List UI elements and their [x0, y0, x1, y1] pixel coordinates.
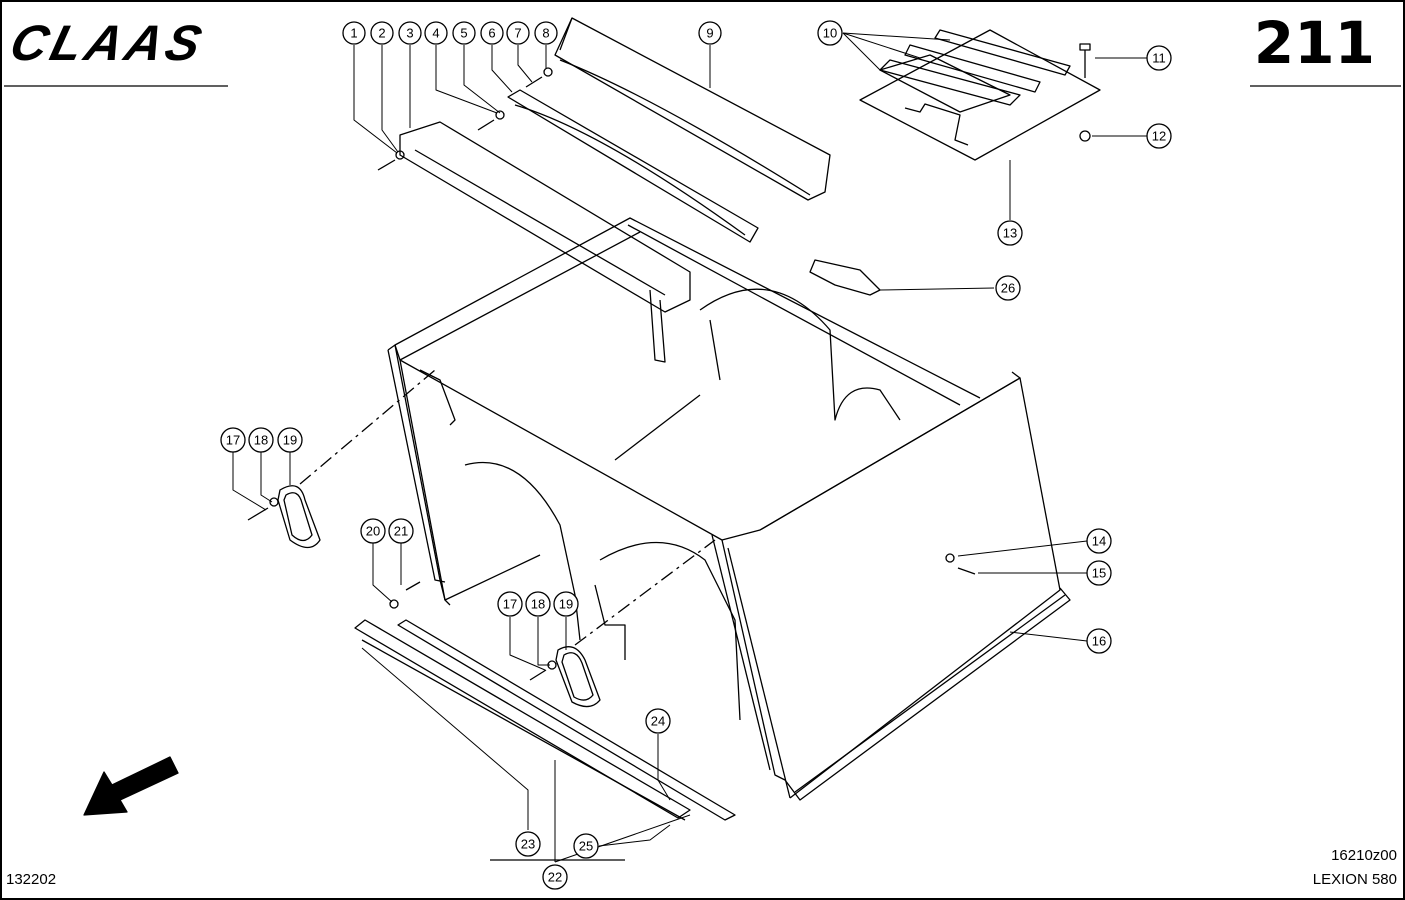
callout-14: 14: [1086, 528, 1112, 554]
callout-label-25: 25: [579, 839, 593, 854]
callout-label-20: 20: [366, 524, 380, 539]
direction-arrow-icon: [83, 756, 179, 816]
callout-16: 16: [1086, 628, 1112, 654]
callout-label-23: 23: [521, 837, 535, 852]
callout-7: 7: [506, 21, 530, 45]
callout-5: 5: [452, 21, 476, 45]
callout-1: 1: [342, 21, 366, 45]
callout-4: 4: [424, 21, 448, 45]
callout-label-12: 12: [1152, 129, 1166, 144]
callout-label-22: 22: [548, 870, 562, 885]
document-number: 132202: [6, 871, 57, 888]
callout-26: 26: [995, 275, 1021, 301]
callout-17-left: 17: [220, 427, 246, 453]
callout-label-16: 16: [1092, 634, 1106, 649]
callout-label-6: 6: [488, 26, 495, 41]
callout-8: 8: [534, 21, 558, 45]
callout-label-4: 4: [432, 26, 439, 41]
callout-2: 2: [370, 21, 394, 45]
callout-label-9: 9: [706, 26, 713, 41]
callout-3: 3: [398, 21, 422, 45]
callout-label-3: 3: [406, 26, 413, 41]
callout-25: 25: [573, 833, 599, 859]
callout-20: 20: [360, 518, 386, 544]
callout-17-front: 17: [497, 591, 523, 617]
callout-11: 11: [1146, 45, 1172, 71]
callout-label-11: 11: [1152, 51, 1166, 66]
callout-label-15: 15: [1092, 566, 1106, 581]
callout-21: 21: [388, 518, 414, 544]
drawing-code: 16210z00: [1331, 847, 1397, 864]
callout-13: 13: [997, 220, 1023, 246]
callout-23: 23: [515, 831, 541, 857]
callout-label-18-left: 18: [254, 433, 268, 448]
callout-label-8: 8: [542, 26, 549, 41]
housing-frame: [387, 217, 1071, 801]
top-plate-13: [859, 29, 1101, 161]
callout-22: 22: [542, 864, 568, 890]
callout-19-front: 19: [553, 591, 579, 617]
callout-label-19-left: 19: [283, 433, 297, 448]
rail-3: [399, 121, 691, 313]
callout-label-21: 21: [394, 524, 408, 539]
callout-label-17-front: 17: [503, 597, 517, 612]
inspection-cover-front: [555, 539, 716, 708]
rail-6: [507, 89, 759, 243]
callout-label-18-front: 18: [531, 597, 545, 612]
callout-label-24: 24: [651, 714, 665, 729]
callout-18-front: 18: [525, 591, 551, 617]
callout-label-17-left: 17: [226, 433, 240, 448]
callout-label-2: 2: [378, 26, 385, 41]
callout-label-5: 5: [460, 26, 467, 41]
callout-label-19-front: 19: [559, 597, 573, 612]
callout-15: 15: [1086, 560, 1112, 586]
bottom-strip-22: [354, 619, 736, 861]
model-name: LEXION 580: [1312, 871, 1397, 888]
callout-label-13: 13: [1003, 226, 1017, 241]
callout-6: 6: [480, 21, 504, 45]
callout-label-26: 26: [1001, 281, 1015, 296]
callout-label-7: 7: [514, 26, 521, 41]
callout-19-left: 19: [277, 427, 303, 453]
rail-9: [554, 17, 831, 201]
inspection-cover-left: [277, 369, 436, 549]
callout-label-10: 10: [823, 26, 837, 41]
callout-10: 10: [817, 20, 843, 46]
leader-lines: [232, 32, 1147, 863]
callout-label-14: 14: [1092, 534, 1106, 549]
page-number: 211: [1253, 9, 1375, 77]
bracket-26: [809, 259, 881, 296]
callout-18-left: 18: [248, 427, 274, 453]
callout-9: 9: [698, 21, 722, 45]
callout-12: 12: [1146, 123, 1172, 149]
fasteners: [247, 43, 1091, 681]
callout-label-1: 1: [350, 26, 357, 41]
callouts: 1 2 3 4 5 6 7 8 9 10 11 12 13 14 15 16 1…: [220, 20, 1172, 890]
callout-24: 24: [645, 708, 671, 734]
